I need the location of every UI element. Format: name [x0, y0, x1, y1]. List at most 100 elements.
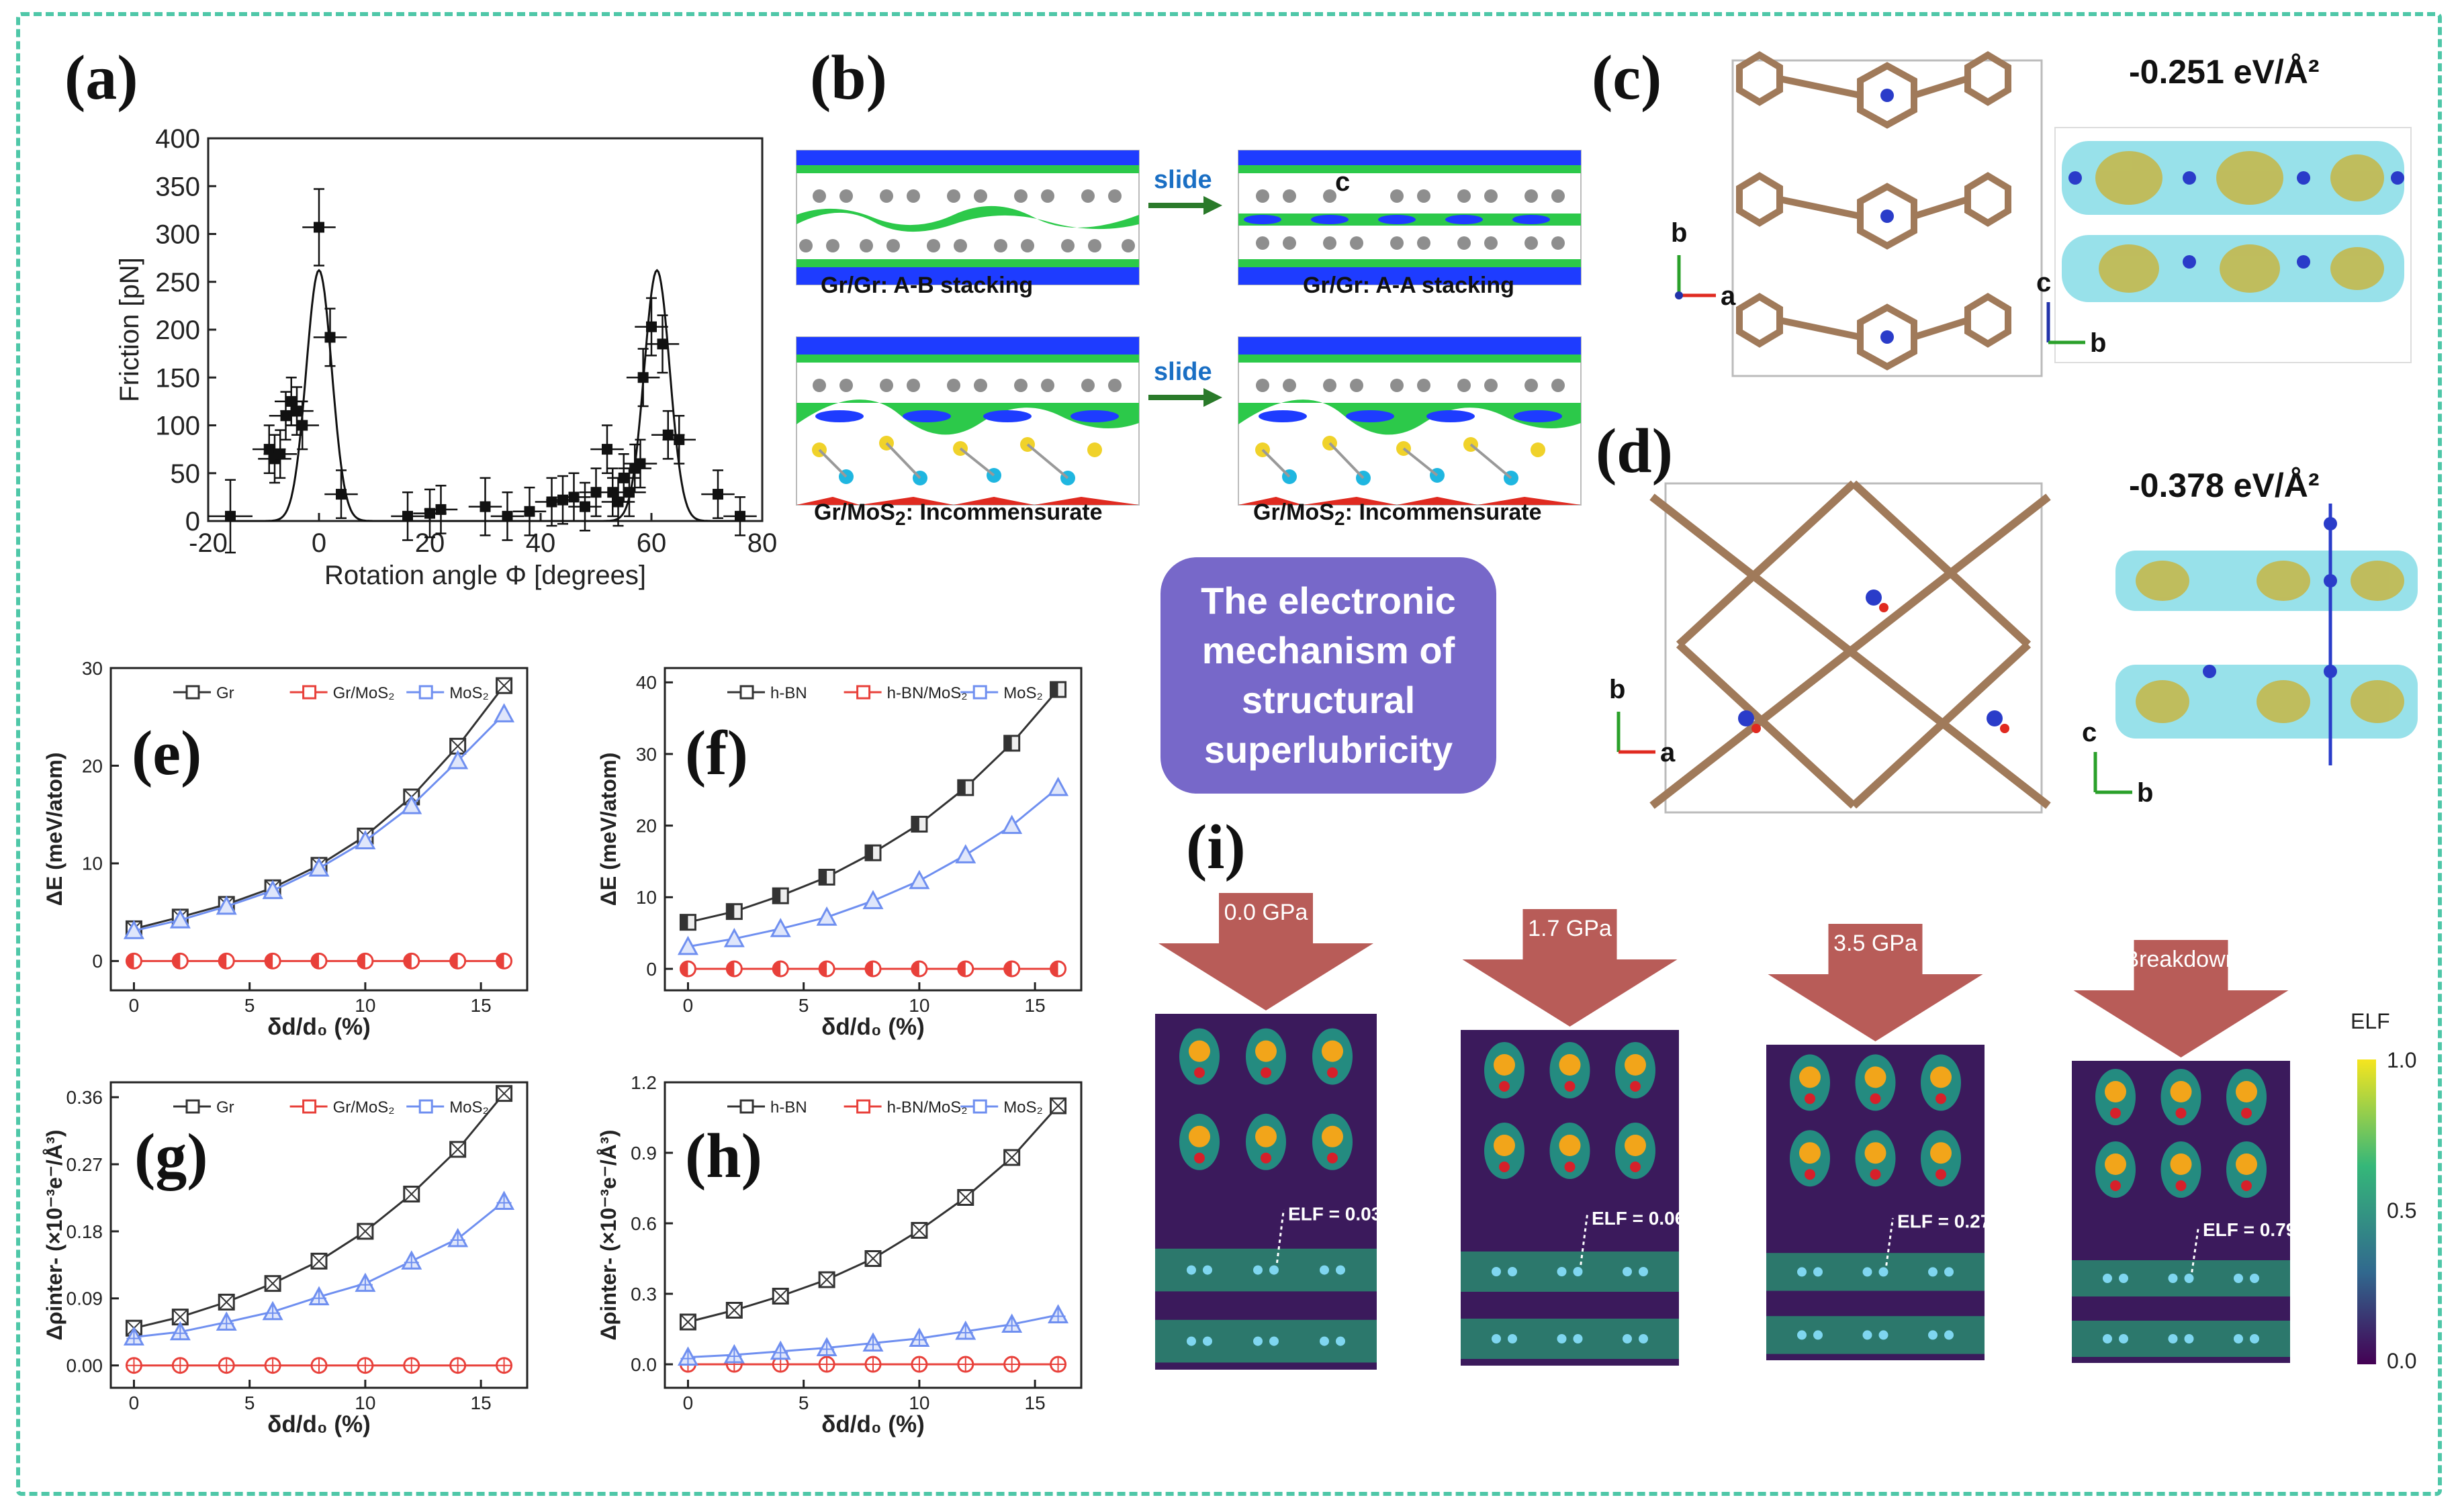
atom-cyan: [1557, 1334, 1567, 1343]
y-tick-label: 20: [636, 815, 657, 836]
panel-label-i: (i): [1186, 812, 1246, 882]
legend-marker: [418, 685, 433, 700]
point-marker: [401, 794, 422, 814]
point-marker: [637, 372, 649, 383]
point-marker-plus: [126, 1329, 142, 1345]
x-tick-label: 60: [637, 528, 667, 558]
atom-cyan: [1862, 1267, 1872, 1277]
atom-orange: [1930, 1142, 1952, 1164]
atom-red: [1327, 1067, 1338, 1078]
point-marker-fill: [680, 961, 688, 976]
atom-cyan: [2103, 1274, 2112, 1283]
point-marker-plus: [312, 1358, 326, 1373]
data-point: [723, 496, 757, 536]
data-point: [590, 424, 624, 474]
legend-marker: [302, 685, 317, 700]
atom-orange: [1625, 1054, 1646, 1076]
legend-marker: [856, 685, 871, 700]
y-tick-label: 0.27: [66, 1154, 103, 1175]
colorbar-tick-label: 0.5: [2387, 1198, 2416, 1223]
atom-orange: [1799, 1142, 1821, 1164]
legend-marker: [185, 1099, 200, 1114]
svg-text:a: a: [1721, 281, 1736, 311]
point-marker-fill: [496, 953, 504, 969]
point-marker-x: [911, 1222, 927, 1239]
data-point: [623, 438, 657, 489]
atom-cyan: [1797, 1267, 1807, 1277]
atom-red: [1805, 1169, 1815, 1180]
point-marker: [225, 510, 236, 522]
atom-cyan: [1492, 1334, 1501, 1343]
point-marker-x: [404, 1186, 420, 1202]
atom-cyan: [2119, 1274, 2128, 1283]
atom-cyan: [1253, 1265, 1263, 1275]
atom-cyan: [2168, 1334, 2178, 1343]
pressure-arrow: [1768, 924, 1983, 1041]
x-tick-label: 10: [355, 1392, 375, 1413]
point-marker: [568, 491, 580, 503]
energy-d: -0.378 eV/Å²: [2129, 467, 2320, 504]
y-tick-label: 0.3: [631, 1284, 657, 1305]
atom-orange: [1864, 1142, 1886, 1164]
x-tick-label: 80: [747, 528, 778, 558]
legend-marker: [856, 1099, 871, 1114]
data-point: [285, 400, 319, 451]
atom-cyan: [1320, 1336, 1329, 1346]
gr-mos2-image-right: [1238, 336, 1582, 506]
data-point: [258, 434, 291, 484]
plot-frame: [664, 667, 1083, 992]
point-marker-x: [449, 738, 466, 755]
point-marker-fill: [819, 869, 827, 885]
point-marker-x: [1003, 1149, 1020, 1166]
point-marker-fill: [727, 961, 735, 976]
point-marker-fill: [357, 953, 365, 969]
series-line: [134, 685, 505, 930]
x-tick-label: 15: [471, 1392, 492, 1413]
colorbar-title: ELF: [2351, 1009, 2390, 1033]
point-marker-plus: [958, 1357, 973, 1372]
point-marker: [123, 920, 144, 939]
point-marker-x: [680, 1314, 696, 1330]
point-marker-fill: [1004, 736, 1012, 751]
atom-cyan: [1336, 1265, 1345, 1275]
x-tick-label: -20: [189, 528, 228, 558]
x-tick-label: 0: [683, 1392, 694, 1413]
x-tick-label: 10: [909, 995, 929, 1016]
data-point: [645, 314, 680, 374]
y-tick-label: 0.18: [66, 1221, 103, 1242]
atom-orange: [1559, 1135, 1581, 1156]
y-tick-label: 20: [82, 755, 103, 776]
atom-cyan: [1336, 1336, 1345, 1346]
point-marker: [263, 444, 275, 455]
elf-pointer: [1276, 1209, 1285, 1264]
atom-cyan: [1557, 1267, 1567, 1276]
point-marker: [557, 494, 568, 506]
point-marker: [1001, 814, 1023, 835]
atom-cyan: [1187, 1265, 1196, 1275]
atom-orange: [1189, 1040, 1210, 1062]
data-point: [324, 469, 358, 519]
point-marker: [677, 935, 698, 955]
atom-red: [1261, 1152, 1271, 1164]
point-marker-plus: [219, 1358, 234, 1373]
point-marker-fill: [866, 961, 873, 976]
gr-gr-aa-image: c: [1238, 150, 1582, 285]
series-line: [134, 713, 505, 932]
point-marker: [336, 489, 347, 500]
point-marker-fill: [958, 780, 966, 796]
legend-label: h-BN/MoS₂: [887, 684, 968, 702]
y-tick-label: 150: [155, 363, 200, 393]
point-marker: [713, 489, 723, 500]
point-marker-plus: [265, 1358, 281, 1373]
elf-pointer: [2191, 1227, 2199, 1273]
svg-text:c: c: [2036, 268, 2051, 297]
series-line: [688, 689, 1059, 924]
series-line: [688, 1104, 1059, 1323]
atom-orange: [2236, 1081, 2257, 1102]
point-marker-plus: [450, 1358, 465, 1373]
